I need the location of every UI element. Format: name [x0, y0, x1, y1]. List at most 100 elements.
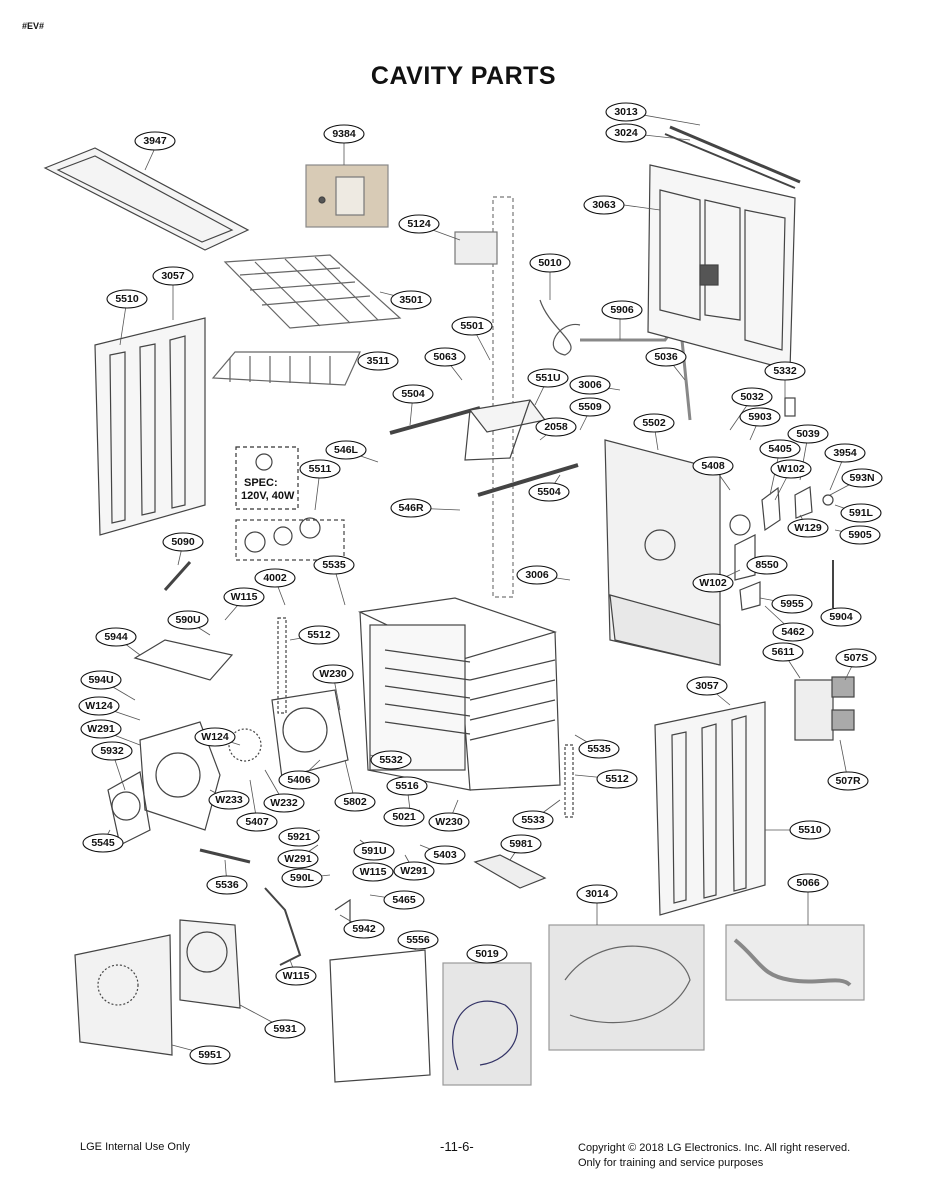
callout-oval [254, 568, 296, 588]
callout-oval [383, 890, 425, 910]
callout-label: 551U [535, 372, 560, 384]
callout-5462: 5462 [772, 622, 814, 642]
callout-label: 5039 [796, 428, 820, 440]
callout-5510: 5510 [789, 820, 831, 840]
callout-oval [820, 607, 862, 627]
callout-label: 590U [175, 614, 200, 626]
callout-label: 5906 [610, 304, 634, 316]
callout-label: 5090 [171, 536, 195, 548]
callout-oval [466, 944, 508, 964]
back-panel-3063 [647, 164, 796, 371]
callout-546r: 546R [390, 498, 432, 518]
callout-3013: 3013 [605, 102, 647, 122]
callout-oval [78, 696, 120, 716]
callout-oval [313, 555, 355, 575]
callout-oval [194, 727, 236, 747]
callout-label: 3013 [614, 106, 638, 118]
callout-label: 3954 [833, 447, 857, 459]
callout-label: 3057 [161, 270, 185, 282]
callout-oval [343, 919, 385, 939]
vertical-rail [454, 196, 514, 598]
callout-5063: 5063 [424, 347, 466, 367]
callout-oval [264, 1019, 306, 1039]
callout-label: 8550 [755, 559, 779, 571]
callout-5905: 5905 [839, 525, 881, 545]
rail-5504-top [389, 406, 481, 435]
callout-593n: 593N [841, 468, 883, 488]
callout-w115: W115 [275, 966, 317, 986]
callout-5504: 5504 [392, 384, 434, 404]
callout-label: 5611 [772, 646, 795, 658]
callout-label: 3501 [399, 294, 423, 306]
callout-oval [281, 868, 323, 888]
callout-oval [206, 875, 248, 895]
callout-label: W115 [283, 970, 310, 982]
callout-5533: 5533 [512, 810, 554, 830]
callout-5501: 5501 [451, 316, 493, 336]
callout-5510: 5510 [106, 289, 148, 309]
callout-oval [424, 845, 466, 865]
callout-oval [353, 841, 395, 861]
callout-oval [770, 459, 812, 479]
callout-oval [771, 594, 813, 614]
callout-5802: 5802 [334, 792, 376, 812]
callout-oval [370, 750, 412, 770]
callout-oval [392, 384, 434, 404]
cable-5019 [452, 1000, 518, 1071]
callout-5955: 5955 [771, 594, 813, 614]
callout-oval [277, 849, 319, 869]
right-bracket-parts [734, 397, 834, 611]
callout-label: 3947 [143, 135, 167, 147]
callout-3057: 3057 [686, 676, 728, 696]
callout-label: 5932 [100, 745, 124, 757]
piece-5981 [473, 854, 547, 889]
callout-oval [106, 289, 148, 309]
callout-5535: 5535 [313, 555, 355, 575]
callout-oval [839, 525, 881, 545]
callout-5921: 5921 [278, 827, 320, 847]
callout-label: 3006 [578, 379, 602, 391]
cavity-back-wall [604, 439, 751, 666]
callout-label: 5407 [245, 816, 269, 828]
cover-5944 [133, 639, 234, 681]
callout-oval [383, 807, 425, 827]
callout-5904: 5904 [820, 607, 862, 627]
callout-label: W102 [777, 463, 805, 475]
callout-oval [95, 627, 137, 647]
lamp-assembly-5511 [235, 517, 345, 561]
callout-oval [451, 316, 493, 336]
callout-label: 590L [290, 872, 315, 884]
callout-label: 5066 [796, 877, 820, 889]
callout-5611: 5611 [762, 642, 804, 662]
callout-w129: W129 [787, 518, 829, 538]
callout-5942: 5942 [343, 919, 385, 939]
callout-oval [569, 397, 611, 417]
callout-oval [789, 820, 831, 840]
callout-label: 5403 [433, 849, 457, 861]
callout-2058: 2058 [535, 417, 577, 437]
callout-oval [134, 131, 176, 151]
callout-oval [167, 610, 209, 630]
callout-oval [500, 834, 542, 854]
callout-oval [527, 368, 569, 388]
callout-oval [390, 498, 432, 518]
callout-label: W232 [270, 797, 298, 809]
callout-oval [299, 459, 341, 479]
callout-oval [569, 375, 611, 395]
callout-oval [835, 648, 877, 668]
callout-5036: 5036 [645, 347, 687, 367]
callout-3024: 3024 [605, 123, 647, 143]
probe-part [163, 561, 192, 591]
callout-590u: 590U [167, 610, 209, 630]
callout-label: 5904 [829, 611, 853, 623]
callout-oval [583, 195, 625, 215]
callout-label: 5036 [654, 351, 678, 363]
callout-label: 594U [88, 674, 113, 686]
callout-546l: 546L [325, 440, 367, 460]
callout-3006: 3006 [516, 565, 558, 585]
callout-label: 5510 [115, 293, 139, 305]
callout-oval [692, 456, 734, 476]
tray-551U-frame [464, 399, 531, 461]
